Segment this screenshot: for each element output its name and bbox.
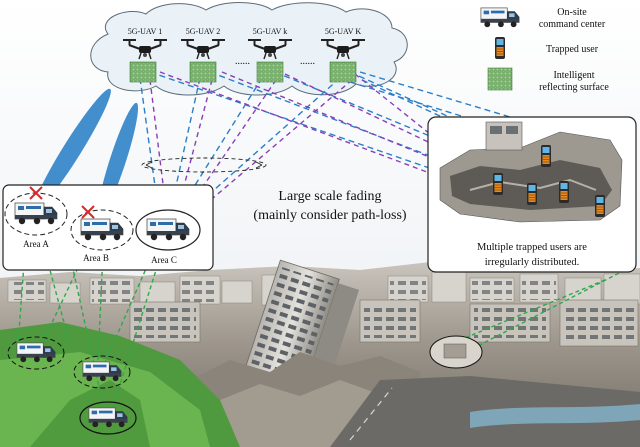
irs-panel-icon — [329, 61, 357, 83]
legend-command-center-line2: command center — [539, 19, 606, 30]
ground-vehicles — [7, 335, 483, 435]
areas-panel: Area A Area B Area C — [2, 184, 214, 271]
legend-command-center-line1: On-site — [557, 7, 587, 18]
uav-K[interactable]: 5G-UAV K — [320, 27, 366, 83]
users-note-line2: irregularly distributed. — [485, 257, 579, 268]
uav-cloud — [90, 2, 408, 96]
trapped-user-icon — [558, 180, 570, 204]
irs-legend-icon — [487, 67, 513, 91]
legend-trapped-user: Trapped user — [546, 44, 599, 55]
legend-irs-line2: reflecting surface — [539, 82, 609, 93]
disabled-cross-icon — [81, 205, 95, 219]
area-b[interactable]: Area B — [70, 205, 134, 263]
ground-vehicle-2[interactable] — [73, 355, 131, 389]
uav-1-label: 5G-UAV 1 — [128, 27, 163, 36]
uav-2-label: 5G-UAV 2 — [186, 27, 221, 36]
fading-subtitle: (mainly consider path-loss) — [253, 208, 407, 223]
trapped-users-panel: Multiple trapped users are irregularly d… — [427, 116, 637, 273]
uav-2[interactable]: 5G-UAV 2 — [180, 27, 226, 83]
trapped-user-icon — [526, 182, 538, 206]
trapped-user-icon — [494, 36, 506, 60]
trapped-user-icon — [594, 194, 606, 218]
uav-ellipsis: ...... — [235, 56, 250, 67]
ground-vehicle-3[interactable] — [79, 401, 137, 435]
area-a-label: Area A — [23, 239, 49, 249]
uav-K-label: 5G-UAV K — [325, 27, 362, 36]
legend-irs-line1: Intelligent — [553, 70, 594, 81]
irs-panel-icon — [256, 61, 284, 83]
area-b-label: Area B — [83, 253, 109, 263]
area-a[interactable]: Area A — [4, 186, 68, 249]
uav-1[interactable]: 5G-UAV 1 — [122, 27, 168, 83]
fading-annotation: Large scale fading (mainly consider path… — [141, 157, 407, 223]
area-c-label: Area C — [151, 255, 177, 265]
users-note-line1: Multiple trapped users are — [477, 242, 587, 253]
irs-panel-icon — [129, 61, 157, 83]
uav-row: 5G-UAV 1 5G-UAV 2 ...... 5G-UAV k ......… — [122, 27, 366, 83]
fading-title: Large scale fading — [278, 189, 381, 204]
ground-vehicle-1[interactable] — [7, 336, 65, 370]
disabled-cross-icon — [29, 186, 43, 200]
trapped-user-icon — [540, 144, 552, 168]
uav-k[interactable]: 5G-UAV k — [247, 27, 293, 83]
area-c[interactable]: Area C — [135, 209, 201, 265]
legend: On-site command center Trapped user Inte… — [480, 7, 609, 93]
uav-ellipsis-2: ...... — [300, 56, 315, 67]
uav-k-label: 5G-UAV k — [253, 27, 288, 36]
trapped-user-icon — [492, 172, 504, 196]
collapsed-site-marker[interactable] — [429, 335, 483, 369]
irs-panel-icon — [189, 61, 217, 83]
